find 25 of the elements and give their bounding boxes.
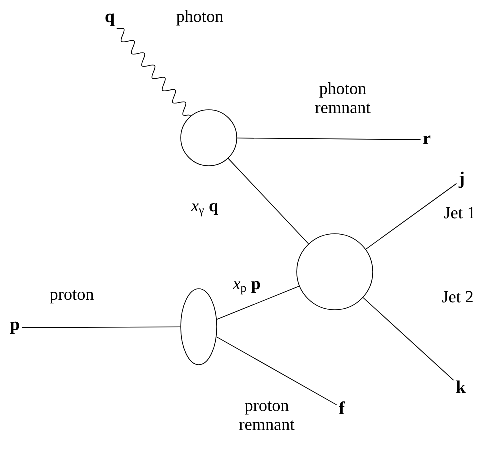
- vertex-circle: [180, 110, 238, 166]
- edge-label: Jet 2: [442, 291, 473, 303]
- particle-label: q: [106, 14, 115, 26]
- line: [362, 297, 454, 381]
- edge-label: x$_{p}$ p: [232, 281, 260, 295]
- particle-label: k: [456, 380, 466, 394]
- line: [22, 326, 181, 328]
- edge-label: proton: [50, 290, 94, 304]
- particle-label: p: [10, 322, 20, 334]
- line: [366, 183, 458, 250]
- particle-label: f: [339, 402, 346, 414]
- vertex-circle: [296, 234, 374, 310]
- particle-label: r: [424, 136, 431, 144]
- line: [228, 158, 310, 244]
- edge-label: proton remnant: [240, 402, 295, 430]
- vertex-ellipse: [180, 288, 218, 366]
- particle-label: j: [458, 172, 464, 188]
- wavy-line: [116, 28, 192, 117]
- edge-label: x$_{γ}$ q: [191, 203, 218, 217]
- line: [216, 336, 338, 406]
- edge-label: photon: [176, 10, 224, 26]
- line: [216, 286, 300, 320]
- line: [237, 138, 422, 140]
- edge-label: Jet 1: [444, 207, 475, 219]
- edge-label: photon remnant: [316, 82, 371, 114]
